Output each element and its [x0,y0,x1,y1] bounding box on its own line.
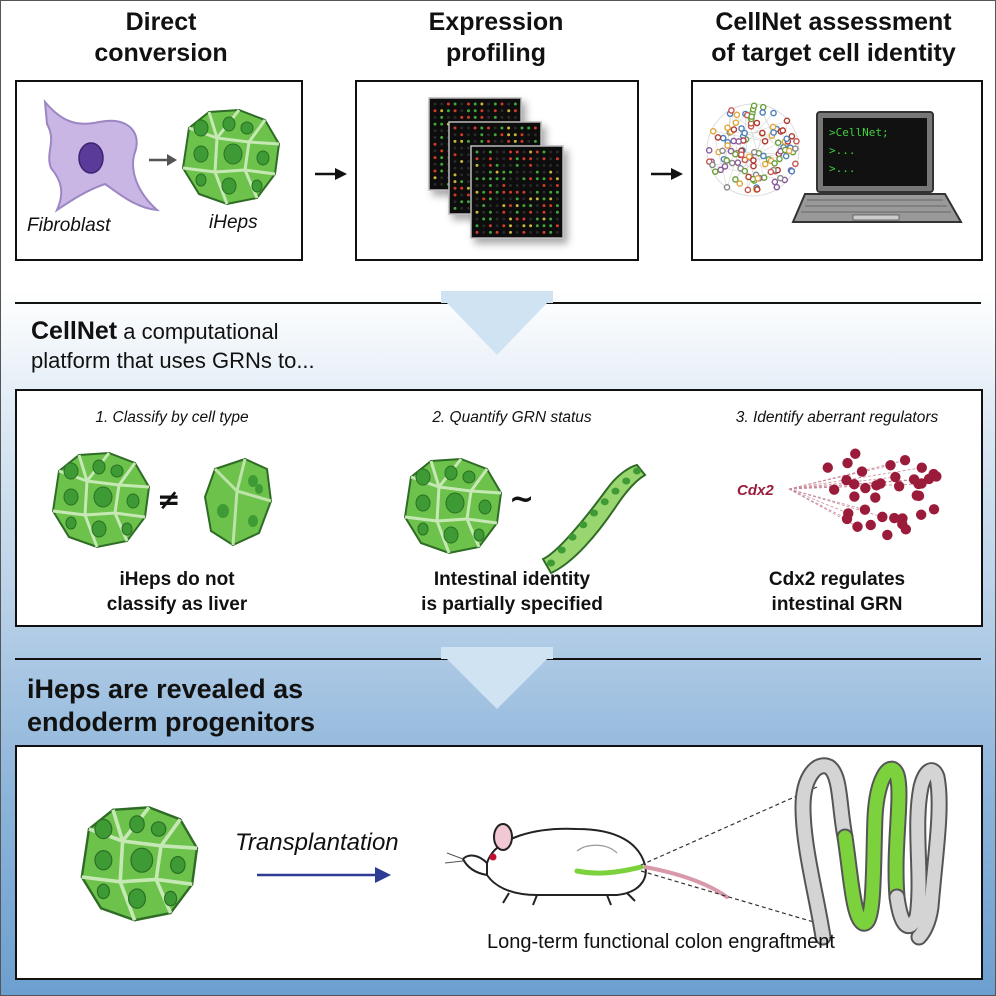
header-expression-profiling: Expression profiling [371,7,621,69]
iheps-cluster-icon [51,451,151,549]
step2-title: 2. Quantify GRN status [432,409,592,426]
step2-result: Intestinal identity is partially specifi… [377,567,647,617]
reveal-title: iHeps are revealed as endoderm progenito… [27,673,315,739]
fibroblast-label: Fibroblast [27,215,111,236]
cdx2-label: Cdx2 [737,482,774,499]
header-direct-line1: Direct [125,8,197,36]
not-equal-icon: ≠ [157,483,180,516]
step1-title: 1. Classify by cell type [95,409,249,426]
chevron-down-icon [441,647,553,709]
cellnet-title: CellNet [31,317,118,345]
intestinal-epithelium-icon [541,463,647,575]
reveal-line1: iHeps are revealed as [27,674,304,704]
cellnet-description: CellNet a computational platform that us… [31,317,315,375]
flow-arrow-icon [671,168,683,180]
gene-network-icon [705,102,800,197]
chevron-down-icon [441,291,553,355]
panel-expression-profiling [355,80,639,261]
iheps-label: iHeps [209,212,258,233]
cellnet-line1: a computational [117,319,279,344]
terminal-line-2: >... [829,144,856,157]
iheps-cluster-icon [403,457,503,555]
panel-cellnet-steps: 1. Classify by cell type 2. Quantify GRN… [15,389,983,627]
step3-result-line2: intestinal GRN [771,594,903,615]
transplant-arrow-icon [375,867,391,883]
step3-result-line1: Cdx2 regulates [768,569,906,590]
flow-arrow-icon [335,168,347,180]
step2-result-line2: is partially specified [421,594,603,615]
step1-result: iHeps do not classify as liver [47,567,307,617]
iheps-cluster-icon [181,108,281,206]
conversion-illustration [43,98,281,213]
similar-icon: ~ [509,482,534,517]
step3-result: Cdx2 regulates intestinal GRN [717,567,957,617]
step3-title: 3. Identify aberrant regulators [735,409,939,426]
steps-illustration: ≠ ~ Cdx2 [51,448,942,575]
laptop-keyboard-icon [791,193,963,223]
terminal-line-1: >CellNet; [829,126,889,139]
step1-result-line2: classify as liver [106,594,248,615]
panel-cellnet-assessment: >CellNet; >... >... [691,80,983,261]
reveal-line2: endoderm progenitors [27,707,316,737]
engraftment-caption: Long-term functional colon engraftment [487,931,835,953]
panel-transplantation: Transplantation Long-term functional col… [15,745,983,980]
cellnet-line2: platform that uses GRNs to... [31,348,315,373]
header-expression-line1: Expression [428,8,564,36]
header-direct-line2: conversion [94,39,228,67]
mouse-icon [444,823,729,906]
header-cellnet-assessment: CellNet assessment of target cell identi… [681,7,986,69]
iheps-cluster-icon [80,806,199,922]
transplantation-illustration [80,757,948,946]
terminal-line-3: >... [829,162,856,175]
regulator-network-icon [788,448,942,541]
step1-result-line1: iHeps do not [119,569,235,590]
liver-cell-icon [203,457,273,547]
step2-result-line1: Intestinal identity [433,569,591,590]
microarray-illustration [428,97,564,239]
header-expression-line2: profiling [446,39,546,67]
colon-icon [794,757,948,946]
header-cellnet-line1: CellNet assessment [715,8,952,36]
panel-direct-conversion: Fibroblast iHeps [15,80,303,261]
transplantation-label: Transplantation [235,829,399,856]
top-flow-arrows [315,168,683,180]
conversion-arrow-icon [167,154,177,166]
header-direct-conversion: Direct conversion [41,7,281,69]
header-cellnet-line2: of target cell identity [711,39,956,67]
assessment-illustration: >CellNet; >... >... [705,102,963,223]
fibroblast-nucleus-icon [78,142,104,174]
